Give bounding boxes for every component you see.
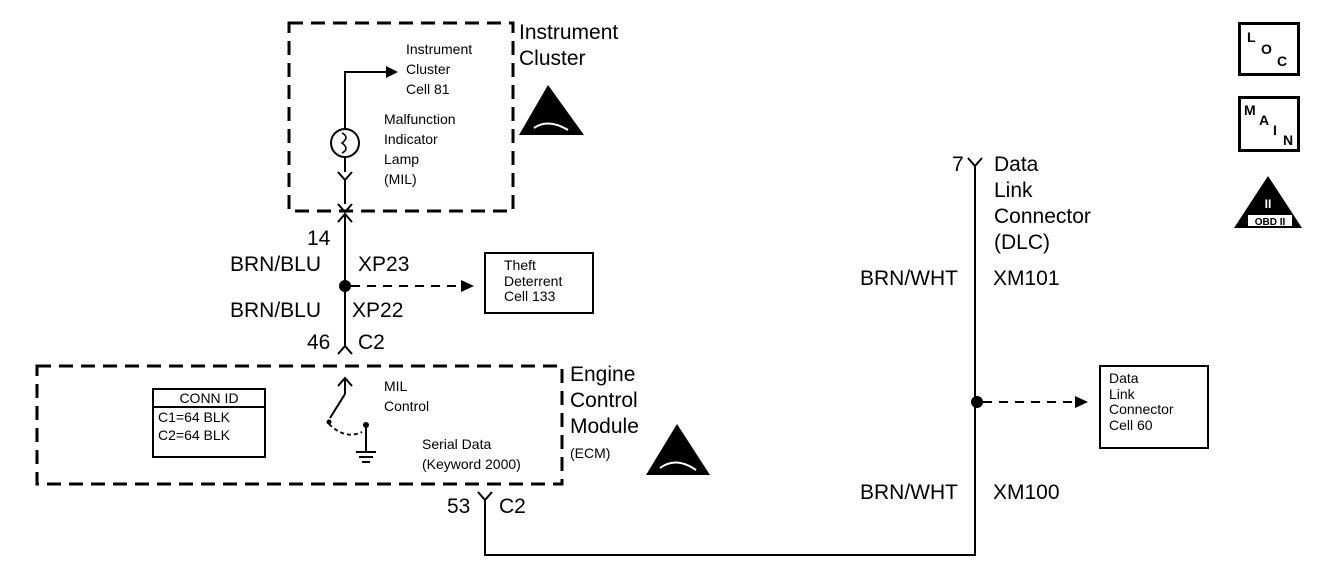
cluster-ref-1: Instrument (406, 41, 473, 57)
cluster-ref-line (344, 71, 388, 120)
obd-ii-label: OBD II (1255, 217, 1286, 228)
conn-id-table: CONN ID C1=64 BLK C2=64 BLK (152, 388, 266, 458)
ecm-title-2: Control (570, 389, 638, 412)
conn-id-row-1: C1=64 BLK (158, 409, 230, 425)
c2-label-bottom: C2 (499, 495, 526, 518)
splice-xp23 (339, 280, 351, 292)
cluster-ref-3: Cell 81 (406, 81, 450, 97)
xm100-label: XM100 (993, 481, 1060, 504)
ecm-title-4: (ECM) (570, 445, 611, 461)
dlc-cell-label-4: Cell 60 (1109, 417, 1153, 434)
obd-ii-icon: OBD II II (1234, 176, 1302, 228)
ecm-boundary (35, 364, 564, 486)
main-icon[interactable]: M A I N (1238, 96, 1300, 152)
wire-color-brn-blu-bottom: BRN/BLU (230, 299, 322, 322)
conn-id-row-2: C2=64 BLK (158, 427, 230, 443)
wire-color-brn-wht-bottom: BRN/WHT (860, 481, 958, 504)
c2-label-top: C2 (358, 331, 385, 354)
mil-label-4: (MIL) (384, 171, 417, 187)
theft-label-2: Deterrent (504, 272, 563, 289)
dlc-title-4: (DLC) (994, 231, 1050, 254)
theft-label-1: Theft (504, 257, 536, 273)
dlc-title-1: Data (994, 153, 1039, 176)
instrument-cluster-title-1: Instrument (519, 21, 619, 44)
serial-data-label-2: (Keyword 2000) (422, 456, 521, 472)
pin-46-label: 46 (307, 331, 331, 354)
pin-53-label: 53 (447, 495, 471, 518)
dlc-pin-7-label: 7 (952, 153, 964, 176)
connector-46-symbol (337, 344, 353, 355)
cluster-ref-2: Cluster (406, 61, 451, 77)
wire-color-brn-blu-top: BRN/BLU (230, 253, 322, 276)
mil-control-label-2: Control (384, 398, 430, 414)
wire-color-brn-wht-top: BRN/WHT (860, 267, 958, 290)
esd-warning-icon-ecm (646, 424, 710, 475)
instrument-cluster-boundary (287, 21, 515, 213)
xm101-label: XM101 (993, 267, 1060, 290)
theft-deterrent-ref-box: Theft Deterrent Cell 133 (484, 252, 594, 314)
xp23-label: XP23 (358, 253, 410, 276)
splice-dlc (971, 396, 983, 408)
ecm-title-1: Engine (570, 363, 636, 386)
mil-label-2: Indicator (384, 131, 438, 147)
conn-id-header: CONN ID (154, 390, 264, 408)
xp22-label: XP22 (352, 299, 404, 322)
mil-label-3: Lamp (384, 151, 420, 167)
serial-data-label-1: Serial Data (422, 436, 492, 452)
instrument-cluster-title-2: Cluster (519, 47, 586, 70)
svg-text:II: II (1265, 197, 1272, 211)
mil-label-1: Malfunction (384, 111, 456, 127)
esd-warning-icon-cluster (519, 85, 584, 135)
mil-control-switch (329, 393, 346, 419)
dlc-cell-label-3: Connector (1109, 401, 1174, 418)
dlc-title-3: Connector (994, 205, 1091, 228)
dlc-cell-ref-box: Data Link Connector Cell 60 (1099, 365, 1209, 449)
serial-data-wire (484, 166, 976, 556)
pin-14-label: 14 (307, 227, 331, 250)
dlc-cell-label-2: Link (1109, 385, 1135, 402)
connector-53-symbol (477, 491, 493, 502)
theft-label-3: Cell 133 (504, 288, 556, 305)
dlc-pin-7-symbol (967, 157, 983, 168)
dlc-title-2: Link (994, 179, 1033, 202)
dlc-cell-label-1: Data (1109, 370, 1139, 386)
loc-icon[interactable]: L O C (1238, 22, 1300, 76)
cluster-ref-arrow (386, 66, 398, 78)
ecm-title-3: Module (570, 415, 639, 438)
mil-control-label-1: MIL (384, 378, 408, 394)
mil-lamp-symbol (330, 128, 360, 158)
